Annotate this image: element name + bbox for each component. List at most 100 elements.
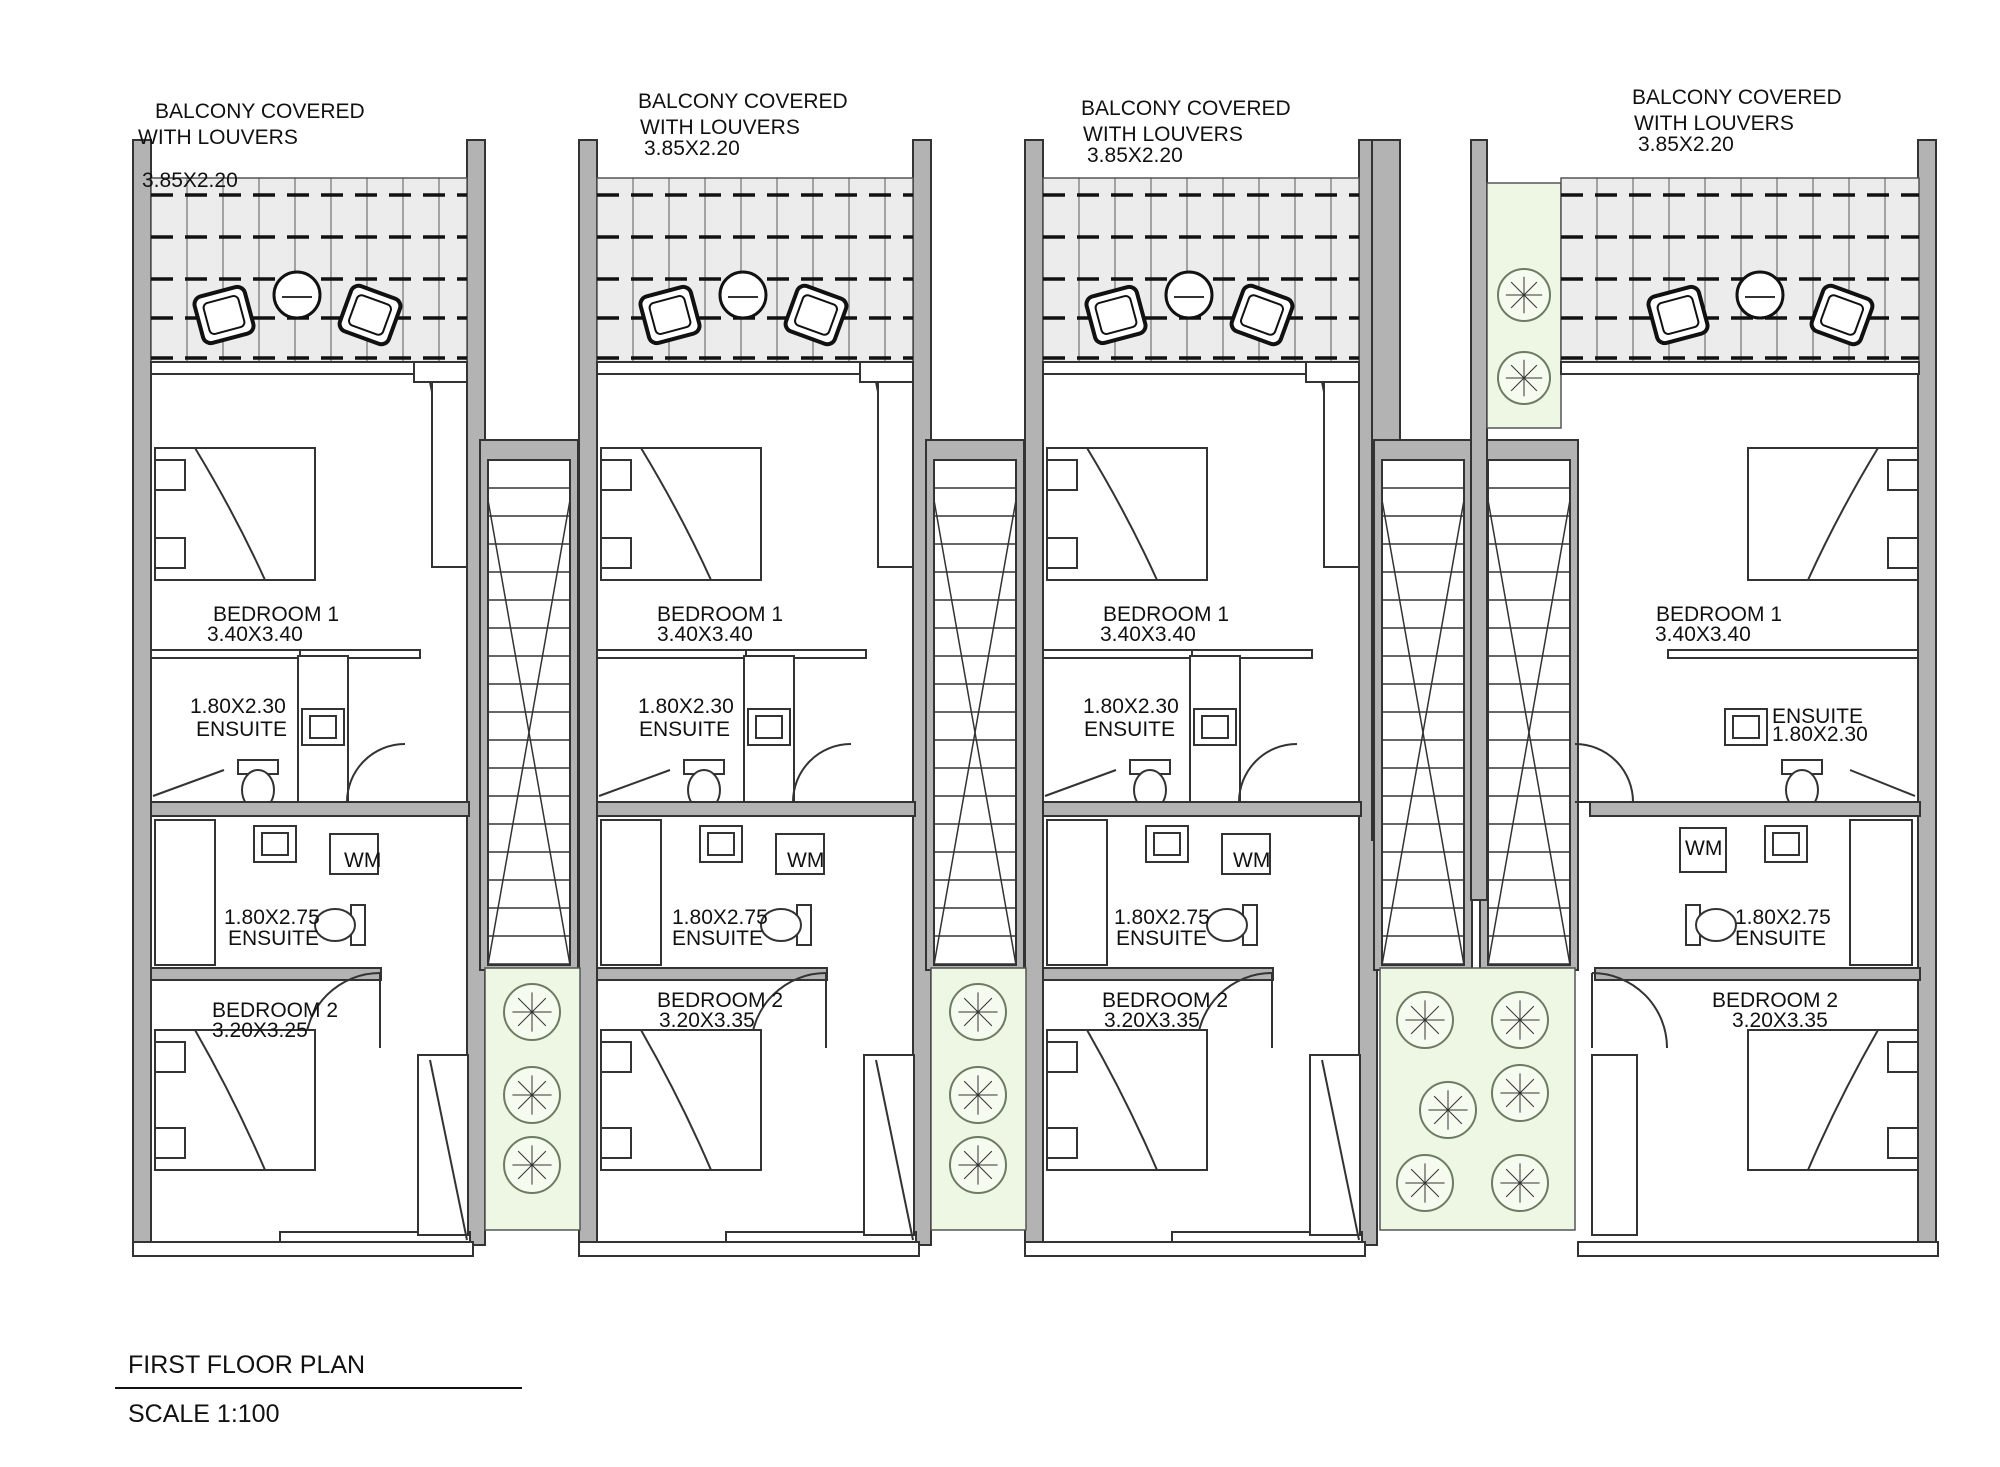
- bedroom2-dimension: 3.20X3.25: [212, 1019, 308, 1042]
- balcony-area: [150, 177, 468, 369]
- wall-ensuite1-top: [150, 649, 302, 659]
- chair-icon: [1084, 284, 1148, 346]
- ensuite2-label-line1: 1.80X2.75: [1735, 906, 1831, 929]
- tree-branch: [1519, 1182, 1535, 1198]
- bedroom1-label: BEDROOM 1: [1656, 603, 1782, 626]
- wardrobe-panel: [431, 381, 468, 568]
- bedroom1-label: BEDROOM 1: [657, 603, 783, 626]
- chair-seat: [1646, 284, 1710, 346]
- tree-branch: [1519, 1092, 1535, 1108]
- washing-machine: [1221, 833, 1271, 875]
- bedroom2-label: BEDROOM 2: [657, 989, 783, 1012]
- tree-branch: [1510, 281, 1525, 296]
- washing-machine-label: WM: [344, 849, 381, 872]
- table-icon: [718, 270, 768, 320]
- tree-branch: [1519, 1005, 1535, 1021]
- sliding-door: [859, 361, 914, 383]
- balcony-dimension: 3.85X2.20: [1638, 133, 1734, 156]
- plan-structure: [132, 139, 1939, 1257]
- washing-machine-label: WM: [1233, 849, 1270, 872]
- wall-ensuite1-top: [1667, 649, 1919, 659]
- tree-branch: [1433, 1109, 1449, 1125]
- ensuite1-label-line1: ENSUITE: [1772, 705, 1863, 728]
- tree-branch: [1410, 1005, 1426, 1021]
- door-swing-arc: [792, 743, 852, 803]
- bedroom2-dimension: 3.20X3.35: [1732, 1009, 1828, 1032]
- wall-ensuite1-top-right: [1191, 649, 1313, 659]
- wall-left: [1024, 139, 1044, 1251]
- sliding-door-open: [429, 1059, 468, 1241]
- wash-basin-bowl: [707, 832, 735, 856]
- ensuite1-door: [152, 769, 225, 797]
- pillow-icon: [1887, 537, 1919, 569]
- tree-branch: [1424, 1168, 1440, 1184]
- tree-branch: [977, 1150, 993, 1166]
- window-sill: [1171, 1231, 1363, 1243]
- stair-break-line: [487, 499, 571, 966]
- tree-branch: [1410, 1182, 1426, 1198]
- bedroom1-dimension: 3.40X3.40: [1655, 623, 1751, 646]
- table-icon: [1164, 270, 1214, 320]
- wash-basin-bowl: [1153, 832, 1181, 856]
- tree-branch: [531, 1150, 547, 1166]
- wall-corridor: [1042, 801, 1362, 817]
- chair-cushion: [1656, 295, 1700, 335]
- balcony-label-line1: BALCONY COVERED: [1632, 86, 1842, 109]
- ensuite1-door: [598, 769, 671, 797]
- bed-cover-fold: [194, 447, 266, 581]
- tree-branch: [1505, 1019, 1521, 1035]
- chair-icon: [337, 283, 403, 347]
- wall-corridor: [1589, 801, 1921, 817]
- chair-icon: [1809, 283, 1875, 347]
- tree-branch: [517, 1011, 533, 1027]
- pillow-icon: [600, 459, 632, 491]
- bedroom2-label: BEDROOM 2: [1712, 989, 1838, 1012]
- pillow-icon: [154, 537, 186, 569]
- pillow-icon: [1887, 459, 1919, 491]
- pillow-icon: [1046, 537, 1078, 569]
- chair-cushion: [202, 295, 246, 335]
- ensuite2-shower: [1046, 819, 1108, 966]
- chair-icon: [192, 284, 256, 346]
- tree-branch: [1447, 1095, 1463, 1111]
- tree-branch: [963, 1080, 979, 1096]
- balcony-label-line1: BALCONY COVERED: [155, 100, 365, 123]
- wall-bottom: [132, 1241, 474, 1257]
- bed-cover-fold: [1086, 447, 1158, 581]
- wall-corridor: [150, 801, 470, 817]
- wall-bedroom2-top: [1594, 967, 1921, 981]
- ensuite2-shower: [1849, 819, 1913, 966]
- ensuite2-label-line2: ENSUITE: [1116, 927, 1207, 950]
- wash-basin-bowl: [309, 715, 337, 739]
- tree-branch: [1523, 377, 1538, 392]
- tree-branch: [1447, 1109, 1463, 1125]
- wash-basin-bowl: [261, 832, 289, 856]
- wall-ensuite1-top-right: [745, 649, 867, 659]
- ensuite1-label-line1: 1.80X2.30: [1083, 695, 1179, 718]
- ensuite1-label-line1: 1.80X2.30: [638, 695, 734, 718]
- wash-basin-bowl: [1732, 715, 1760, 739]
- tree-branch: [963, 1150, 979, 1166]
- ensuite1-door: [1849, 769, 1916, 797]
- tree-branch: [517, 1150, 533, 1166]
- ensuite1-label-line2: 1.80X2.30: [1772, 723, 1868, 746]
- toilet-bowl: [760, 908, 802, 942]
- tree-branch: [1519, 1078, 1535, 1094]
- tree-branch: [1410, 1168, 1426, 1184]
- balcony-dimension: 3.85X2.20: [1087, 144, 1183, 167]
- pillow-icon: [1046, 1041, 1078, 1073]
- chair-seat: [638, 284, 702, 346]
- bedroom1-label: BEDROOM 1: [1103, 603, 1229, 626]
- toilet-icon: [314, 904, 366, 946]
- wall-ensuite1-top: [1042, 649, 1194, 659]
- toilet-icon: [1206, 904, 1258, 946]
- wardrobe-panel: [877, 381, 914, 568]
- wall-bottom: [1577, 1241, 1939, 1257]
- tree-branch: [1505, 1168, 1521, 1184]
- balcony-label-line1: BALCONY COVERED: [638, 90, 848, 113]
- drawing-scale: SCALE 1:100: [128, 1400, 280, 1428]
- wall-bedroom2-top: [596, 967, 828, 981]
- chair-seat: [783, 283, 849, 347]
- bed-cover-fold: [194, 1029, 266, 1171]
